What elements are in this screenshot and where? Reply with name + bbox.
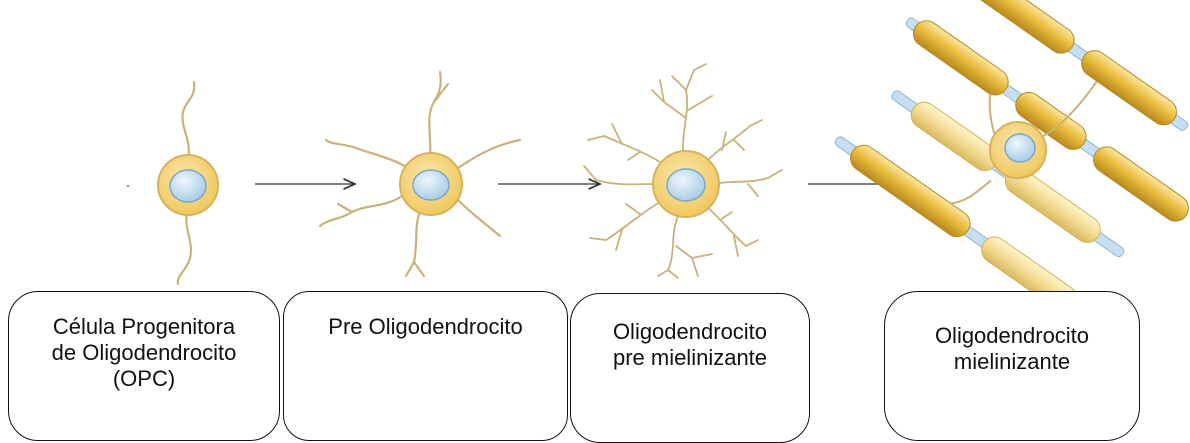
label-line: mielinizante: [885, 349, 1139, 375]
label-pre-oligodendrocito: Pre Oligodendrocito: [283, 291, 568, 441]
myelin-segment: [908, 16, 1013, 100]
label-line: Pre Oligodendrocito: [284, 314, 567, 340]
dot-mark: [127, 185, 129, 187]
label-line: Célula Progenitora: [9, 314, 279, 340]
label-opc: Célula Progenitora de Oligodendrocito (O…: [8, 291, 280, 441]
opc-nucleus: [170, 170, 206, 202]
label-pre-mielinizante: Oligodendrocito pre mielinizante: [570, 293, 810, 443]
premyel-cell: [584, 64, 782, 278]
myelin-segment: [906, 97, 1003, 176]
label-line: Oligodendrocito: [885, 323, 1139, 349]
premyel-nucleus: [667, 169, 705, 201]
pre-nucleus: [413, 170, 449, 200]
label-line: de Oligodendrocito: [9, 340, 279, 366]
pre-cell: [320, 72, 520, 276]
myelin-segment: [966, 0, 1079, 58]
label-mielinizante: Oligodendrocito mielinizante: [884, 291, 1140, 441]
label-line: (OPC): [9, 366, 279, 392]
opc-cell: [127, 82, 218, 284]
label-line: pre mielinizante: [571, 345, 809, 371]
myelin-segment: [1088, 142, 1190, 226]
myel-nucleus: [1005, 134, 1035, 162]
label-line: Oligodendrocito: [571, 319, 809, 345]
myelin-segment: [845, 140, 975, 242]
